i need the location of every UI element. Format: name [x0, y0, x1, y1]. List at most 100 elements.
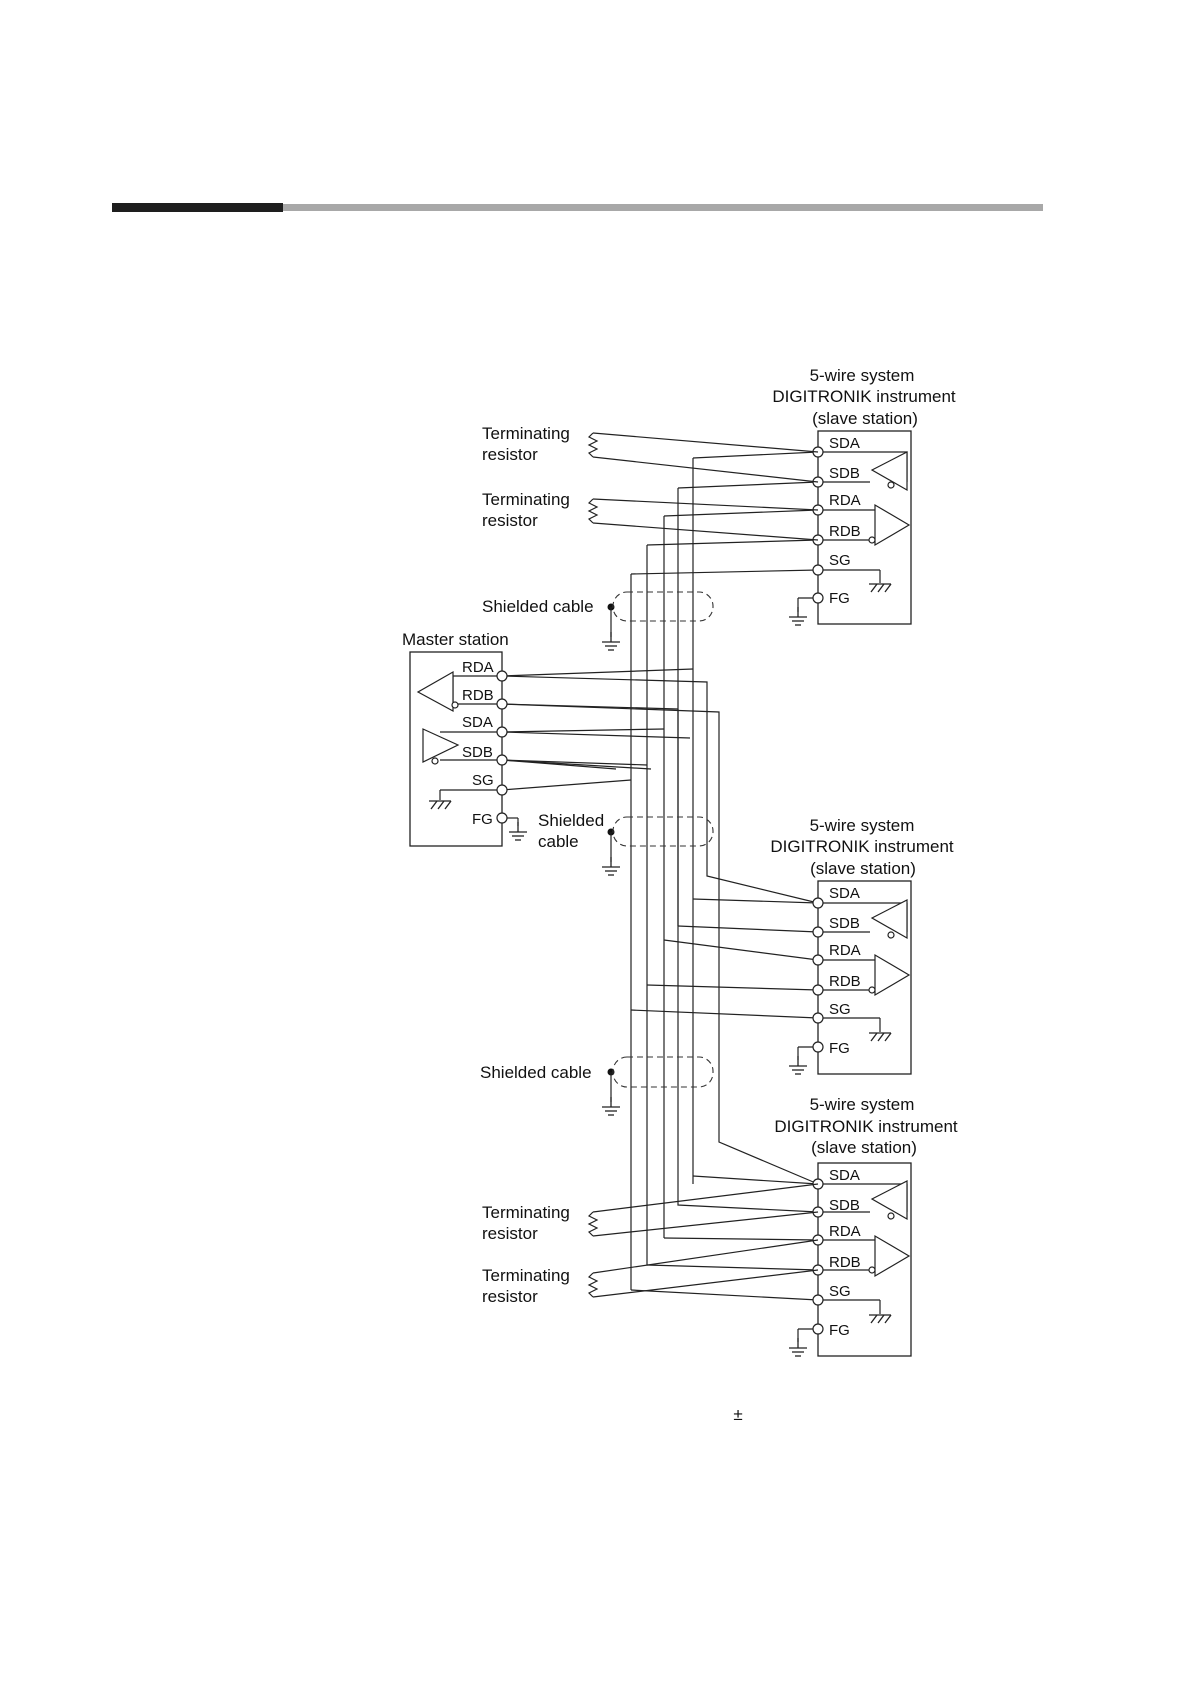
wire-slave1-rda [663, 509, 819, 517]
master-terminal-fg [496, 812, 508, 824]
slave-2-driver-icon [870, 899, 908, 940]
slave-3-terminal-sg [812, 1294, 824, 1306]
master-pin-sdb: SDB [462, 744, 493, 761]
wire-slave1-rdb [646, 539, 819, 546]
wire-slave3-rdb [646, 1264, 819, 1271]
wire-slave3-sda [692, 1175, 819, 1185]
slave-3-title-line3: (slave station) [811, 1138, 917, 1157]
slave-2-terminal-fg [812, 1041, 824, 1053]
slave-3-driver-icon [870, 1180, 908, 1221]
wire-slave2-sdb [677, 925, 819, 933]
slave-1-term-resistor-1-line2: resistor [482, 445, 538, 464]
slave-3-term-resistor-2-line1: Terminating [482, 1266, 570, 1285]
slave-1-shield-outline [612, 591, 714, 622]
master-terminal-sg [496, 784, 508, 796]
wire-sg-bus [501, 779, 632, 791]
wire-rda-bus [501, 668, 694, 677]
header-rule [112, 203, 1043, 212]
slave-3-terminal-fg [812, 1323, 824, 1335]
wire-sdb-bus [501, 759, 648, 766]
master-shielded-cable-line2: cable [538, 832, 579, 851]
master-terminal-rdb [496, 698, 508, 710]
master-terminal-sda [496, 726, 508, 738]
master-pin-rdb: RDB [462, 687, 494, 704]
resistor-icon [587, 1272, 599, 1298]
master-pin-rda: RDA [462, 659, 494, 676]
slave-1-shielded-cable-label: Shielded cable [482, 597, 594, 616]
wire-slave3-sdb-link [677, 709, 819, 1213]
wire-cross-2 [501, 703, 819, 1185]
slave-3-receiver-icon [874, 1234, 911, 1278]
header-rule-light-segment [283, 204, 1043, 211]
master-shield-outline [612, 816, 714, 847]
slave-2-pin-rda: RDA [829, 942, 861, 959]
slave-2-terminal-rda [812, 954, 824, 966]
master-driver-icon [422, 728, 460, 763]
slave-3-term-resistor-1-line2: resistor [482, 1224, 538, 1243]
slave-1-terminal-fg [812, 592, 824, 604]
slave-3-term-resistor-1-line1: Terminating [482, 1203, 570, 1222]
slave-1-pin-sdb: SDB [829, 465, 860, 482]
wire-slave3-sg [630, 1289, 819, 1301]
slave-1-title-line3: (slave station) [812, 409, 918, 428]
master-terminal-sdb [496, 754, 508, 766]
slave-2-terminal-sda [812, 897, 824, 909]
bus-wires [501, 451, 819, 1301]
wire-slave2-sda [692, 898, 819, 904]
resistor-icon [587, 498, 599, 524]
master-station-title: Master station [402, 630, 509, 649]
slave-station-1: 5-wire system DIGITRONIK instrument (sla… [482, 366, 956, 651]
slave-1-term-resistor-2-line1: Terminating [482, 490, 570, 509]
master-shielded-cable-line1: Shielded [538, 811, 604, 830]
master-pin-fg: FG [472, 811, 493, 828]
wire-slave2-rdb [646, 984, 819, 991]
wire-cross-5 [501, 759, 617, 770]
master-pin-sg: SG [472, 772, 494, 789]
slave-3-pin-fg: FG [829, 1322, 850, 1339]
slave-3-pin-sdb: SDB [829, 1197, 860, 1214]
slave-1-receiver-icon [874, 503, 911, 547]
wire-slave1-sda [692, 451, 819, 459]
slave-3-pin-sg: SG [829, 1283, 851, 1300]
wire-slave2-rda [663, 939, 819, 961]
slave-3-pin-rda: RDA [829, 1223, 861, 1240]
slave-1-terminal-sg [812, 564, 824, 576]
slave-1-pin-sda: SDA [829, 435, 860, 452]
wire-slave2-sg [630, 1009, 819, 1019]
slave-2-shielded-cable-label: Shielded cable [480, 1063, 592, 1082]
slave-2-pin-rdb: RDB [829, 973, 861, 990]
slave-2-title-line3: (slave station) [810, 859, 916, 878]
wire-cross-3 [501, 731, 691, 739]
slave-3-box [817, 1162, 912, 1357]
slave-2-receiver-icon [874, 953, 911, 997]
slave-3-pin-sda: SDA [829, 1167, 860, 1184]
wire-slave1-sg [630, 569, 819, 575]
slave-3-pin-rdb: RDB [829, 1254, 861, 1271]
slave-3-term-resistor-2-line2: resistor [482, 1287, 538, 1306]
slave-1-driver-icon [870, 451, 908, 492]
slave-1-pin-sg: SG [829, 552, 851, 569]
wire-sda-bus [501, 728, 665, 733]
wire-cross-1 [501, 675, 819, 904]
slave-1-pin-rdb: RDB [829, 523, 861, 540]
slave-2-shield-outline [612, 1056, 714, 1088]
master-receiver-icon [416, 670, 454, 713]
footer-plus-minus: ± [733, 1405, 742, 1424]
slave-1-title-line2: DIGITRONIK instrument [772, 387, 956, 406]
slave-3-title-line1: 5-wire system [810, 1095, 915, 1114]
slave-1-term-resistor-2-line2: resistor [482, 511, 538, 530]
slave-2-pin-sdb: SDB [829, 915, 860, 932]
slave-2-title-line2: DIGITRONIK instrument [770, 837, 954, 856]
slave-3-title-line2: DIGITRONIK instrument [774, 1117, 958, 1136]
slave-station-3: 5-wire system DIGITRONIK instrument (sla… [482, 1095, 958, 1357]
slave-2-pin-fg: FG [829, 1040, 850, 1057]
slave-2-terminal-rdb [812, 984, 824, 996]
master-station-box [409, 651, 503, 847]
wire-slave1-sdb [677, 481, 819, 489]
header-rule-dark-segment [112, 203, 283, 212]
slave-2-title-line1: 5-wire system [810, 816, 915, 835]
slave-1-title-line1: 5-wire system [810, 366, 915, 385]
resistor-icon [587, 432, 599, 458]
slave-2-terminal-sg [812, 1012, 824, 1024]
